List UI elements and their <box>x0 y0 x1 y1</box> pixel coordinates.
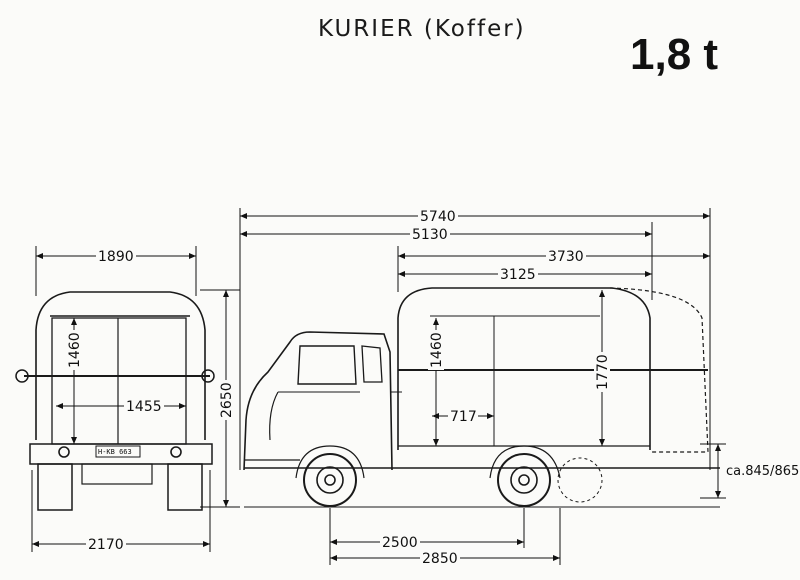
dim-interior-height: 1770 <box>595 354 611 390</box>
dim-wheelbase-long: 2850 <box>422 551 458 567</box>
dim-overall-length: 5740 <box>420 209 456 225</box>
front-wheel <box>303 453 357 507</box>
dim-box-inner: 3125 <box>500 267 536 283</box>
vehicle-title: KURIER (Koffer) <box>318 16 526 42</box>
cab-outline <box>243 331 393 471</box>
dim-rear-door-width: 1455 <box>126 399 162 415</box>
dim-overall-height: 2650 <box>219 382 235 418</box>
tonnage-label: 1,8 t <box>630 30 719 79</box>
dim-rear-width: 1890 <box>98 249 134 265</box>
side-view <box>243 287 720 508</box>
dim-side-door-height: 1460 <box>429 332 445 368</box>
rear-view <box>15 291 215 511</box>
dim-loading-height: ca.845/865 <box>726 464 799 479</box>
dim-side-door-width: 717 <box>450 409 477 425</box>
dim-rear-door-height: 1460 <box>67 332 83 368</box>
dimension-labels: 5740 5130 3730 3125 1890 1455 2170 717 2… <box>66 208 799 567</box>
rear-wheel <box>497 453 551 507</box>
license-plate: H-KB 663 <box>98 448 132 456</box>
dim-cab-rear-length: 5130 <box>412 227 448 243</box>
rear-body-outline <box>35 291 206 440</box>
dim-wheelbase: 2500 <box>382 535 418 551</box>
dim-box-outer: 3730 <box>548 249 584 265</box>
cargo-box-outline <box>397 287 651 450</box>
dim-track-width: 2170 <box>88 537 124 553</box>
